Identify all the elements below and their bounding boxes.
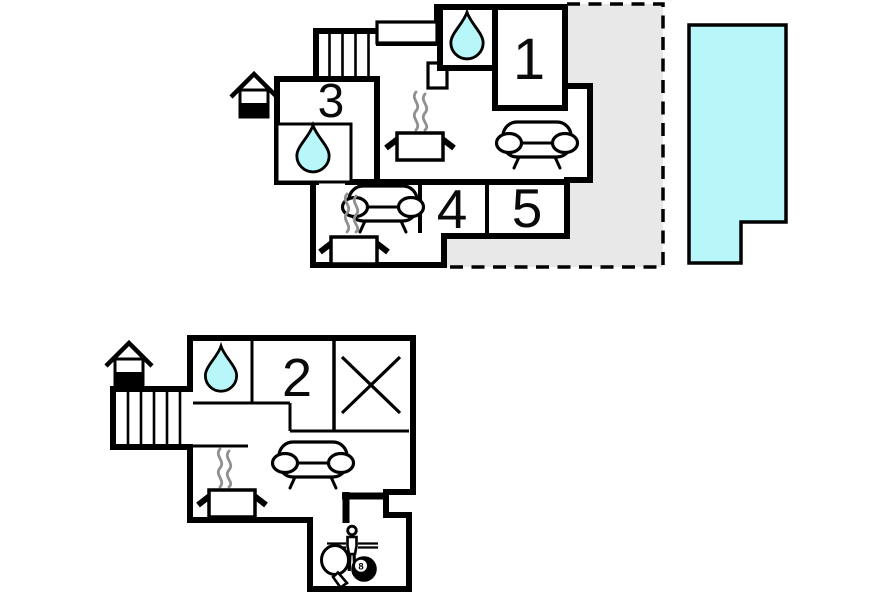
upper-floor-plan: 1 3 4 5 [231, 4, 593, 268]
billiard-ball-icon: 8 [351, 556, 377, 582]
stair-landing [375, 20, 439, 45]
bathroom-upper-top [437, 4, 499, 71]
house-entrance-icon [231, 74, 277, 117]
billiard-ball-number: 8 [358, 561, 363, 572]
crossed-room-x-icon [340, 355, 402, 415]
lower-floor-plan: 2 [106, 335, 416, 592]
stove-icon [320, 237, 388, 264]
staircase-upper [328, 34, 370, 78]
swimming-pool [687, 23, 788, 265]
terrace-dashed-border [447, 2, 665, 269]
room-3-label: 3 [318, 75, 345, 128]
stove-icon [386, 133, 454, 160]
room-5-label: 5 [512, 177, 543, 239]
room-4-label: 4 [437, 178, 468, 240]
table-tennis-paddle-icon [320, 544, 350, 590]
room-3: 3 [275, 75, 353, 184]
lower-building-outline [110, 335, 416, 592]
room-2-label: 2 [282, 348, 312, 408]
game-room: 8 [320, 524, 378, 590]
house-entrance-icon [106, 343, 152, 386]
room-1: 1 [492, 4, 568, 111]
stove-icon [198, 490, 266, 517]
staircase-lower [126, 392, 182, 444]
room-1-label: 1 [513, 27, 545, 92]
